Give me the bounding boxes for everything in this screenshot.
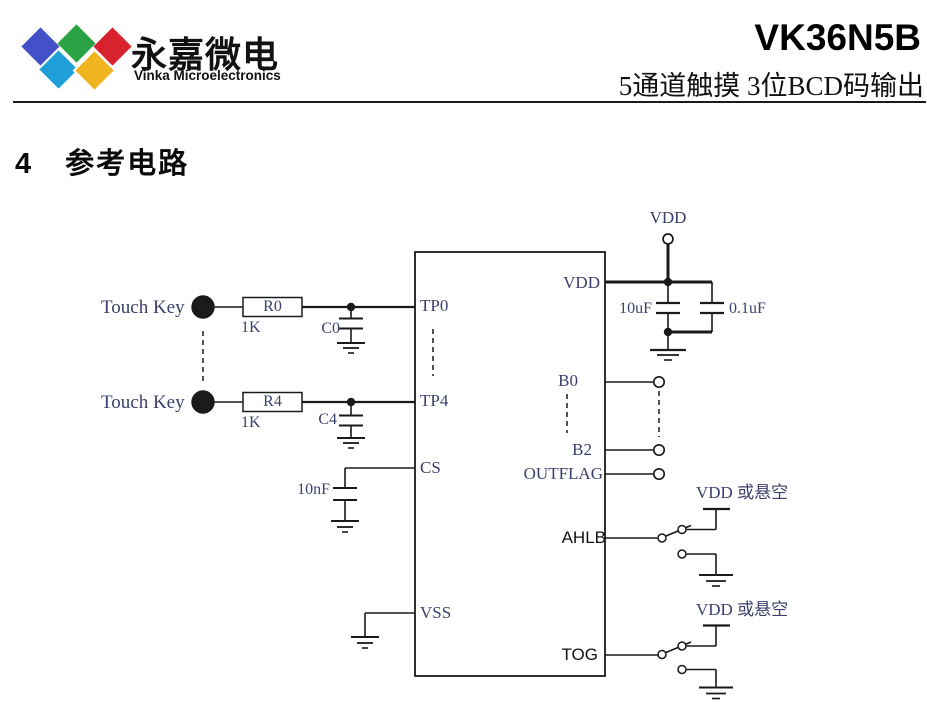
resistor-r0-value: 1K <box>241 319 261 336</box>
ground-icon <box>699 686 733 700</box>
bulk-cap-value: 10uF <box>619 300 652 317</box>
cs-network <box>331 467 415 533</box>
ground-icon <box>650 348 686 361</box>
pin-label-ahlb: AHLB <box>561 528 606 547</box>
pin-label-tog: TOG <box>561 645 598 664</box>
ground-icon <box>337 437 365 449</box>
b0-terminal-icon <box>652 375 666 389</box>
b2-terminal-icon <box>652 443 666 457</box>
vdd-power-network <box>605 233 724 361</box>
ground-icon <box>699 574 733 587</box>
touch-pad-icon <box>191 390 215 414</box>
section-heading: 4 参考电路 <box>15 140 189 182</box>
ground-icon <box>351 636 379 649</box>
part-number: VK36N5B <box>754 17 921 58</box>
section-title: 参考电路 <box>65 148 190 180</box>
company-name-en: Vinka Microelectronics <box>134 68 281 83</box>
bypass-cap-value: 0.1uF <box>729 300 766 317</box>
ic-body <box>414 251 606 677</box>
pin-label-tp0: TP0 <box>420 296 449 315</box>
touch-row-tp4 <box>191 390 415 449</box>
cs-capacitor-value: 10nF <box>297 481 330 498</box>
output-terminals <box>605 375 666 481</box>
pin-label-b2: B2 <box>572 440 592 459</box>
pin-label-tp4: TP4 <box>420 391 449 410</box>
header-rule <box>13 101 926 103</box>
capacitor-c0-label: C0 <box>321 320 340 337</box>
pin-label-vdd: VDD <box>563 273 600 292</box>
touch-row-tp0 <box>191 295 415 354</box>
vss-network <box>351 612 415 649</box>
touch-key-label-2: Touch Key <box>101 392 185 413</box>
continuation-dashes <box>202 329 660 437</box>
resistor-r4-label: R4 <box>263 392 282 410</box>
vdd-terminal-label: VDD <box>649 208 687 227</box>
company-name-cn: 永嘉微电 <box>131 34 280 75</box>
capacitor-c4-label: C4 <box>318 411 337 428</box>
vdd-terminal-icon <box>662 233 674 245</box>
pin-label-outflag: OUTFLAG <box>523 464 603 483</box>
ahlb-option-label: VDD 或悬空 <box>696 483 789 502</box>
pin-label-vss: VSS <box>420 603 452 622</box>
pin-label-cs: CS <box>420 458 441 477</box>
ground-icon <box>331 520 359 533</box>
tog-switch <box>605 624 733 700</box>
touch-key-label-1: Touch Key <box>101 297 185 318</box>
outflag-terminal-icon <box>652 467 666 481</box>
section-number: 4 <box>15 148 32 180</box>
pin-label-b0: B0 <box>558 371 578 390</box>
resistor-r0-label: R0 <box>263 297 282 315</box>
touch-pad-icon <box>191 295 215 319</box>
ground-icon <box>337 342 365 354</box>
ahlb-switch <box>605 507 733 587</box>
resistor-r4-value: 1K <box>241 414 261 431</box>
part-subtitle: 5通道触摸 3位BCD码输出 <box>618 71 924 101</box>
tog-option-label: VDD 或悬空 <box>696 600 789 619</box>
